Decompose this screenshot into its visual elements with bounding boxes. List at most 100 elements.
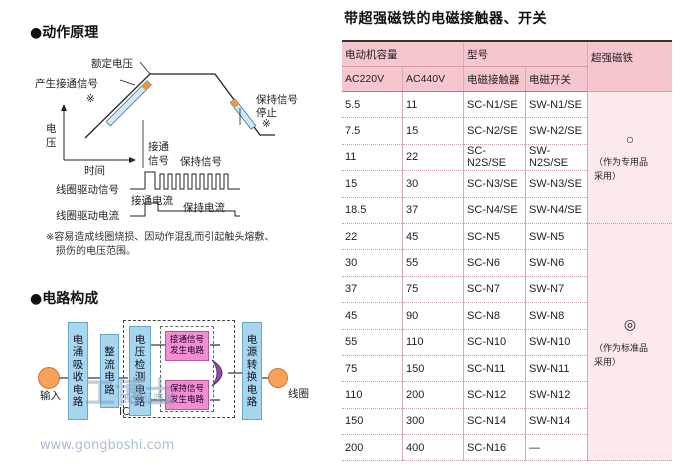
cell-ac440v: 37 <box>402 197 464 224</box>
principle-diagram <box>61 61 275 217</box>
label-input: 输入 <box>40 390 61 402</box>
cell-super-magnet-group: ◎ （作为标准品采用） <box>587 223 672 462</box>
header-ac440v: AC440V <box>402 66 464 92</box>
magnet-note-line2: 采用） <box>594 356 622 367</box>
cell-switch: SW-N12 <box>525 381 588 409</box>
hazard-mark-right: ※ <box>262 118 271 130</box>
cell-ac440v: 45 <box>402 223 464 251</box>
cell-ac220v: 110 <box>342 381 403 409</box>
cell-contactor: SC-N8 <box>463 302 526 330</box>
hazard-mark-left: ※ <box>86 93 95 105</box>
input-terminal <box>38 367 60 389</box>
magnet-symbol: ◎ <box>623 315 637 332</box>
magnet-note-line2: 采用） <box>594 171 622 182</box>
cell-contactor: SC-N16 <box>463 434 526 462</box>
label-coil-drive-current: 线圈驱动电流 <box>56 210 119 222</box>
cell-ac220v: 75 <box>342 355 403 383</box>
cell-contactor: SC-N2S/SE <box>463 144 526 172</box>
header-switch: 电磁开关 <box>525 66 588 92</box>
label-stop: 停止 <box>256 107 277 119</box>
table-title: 带超强磁铁的电磁接触器、开关 <box>344 11 547 27</box>
cell-contactor: SC-N1/SE <box>463 91 526 119</box>
axis-label-time: 时间 <box>84 165 105 177</box>
cell-ac440v: 150 <box>402 355 464 383</box>
cell-ac440v: 75 <box>402 276 464 304</box>
block-rectify: 整 流 电 路 <box>100 334 119 408</box>
block-voltage-detect: 电 压 检 测 电 路 <box>129 326 151 416</box>
cell-switch: SW-N1/SE <box>525 91 588 119</box>
cell-ac440v: 400 <box>402 434 464 462</box>
cell-ac220v: 15 <box>342 170 403 198</box>
header-super-magnet: 超强磁铁 <box>587 42 672 92</box>
cell-contactor: SC-N5 <box>463 223 526 251</box>
cell-contactor: SC-N6 <box>463 249 526 277</box>
cell-ac440v: 22 <box>402 144 464 172</box>
cell-contactor: SC-N3/SE <box>463 170 526 198</box>
label-pickup-short: 接通 信号 <box>148 141 169 167</box>
table-top-rule <box>342 40 672 42</box>
label-coil: 线圈 <box>288 388 309 400</box>
cell-contactor: SC-N14 <box>463 408 526 436</box>
cell-ac220v: 22 <box>342 223 403 251</box>
block-hold-signal-gen: 保持信号 发生电路 <box>165 380 209 410</box>
section-title-principle: ●动作原理 <box>30 25 99 41</box>
cell-ac220v: 11 <box>342 144 403 172</box>
cell-ac220v: 45 <box>342 302 403 330</box>
cell-ac220v: 30 <box>342 249 403 277</box>
magnet-symbol: ○ <box>625 131 635 148</box>
cell-ac440v: 300 <box>402 408 464 436</box>
header-motor-capacity: 电动机容量 <box>342 42 464 67</box>
axis-label-voltage: 电 压 <box>46 123 57 149</box>
cell-ac440v: 11 <box>402 91 464 119</box>
ic-boundary <box>123 320 235 418</box>
cell-ac440v: 90 <box>402 302 464 330</box>
cell-switch: SW-N2/SE <box>525 117 588 145</box>
table-header-row-1: 电动机容量 型号 超强磁铁 <box>342 42 672 92</box>
header-contactor: 电磁接触器 <box>463 66 526 92</box>
cell-switch: SW-N10 <box>525 329 588 356</box>
cell-switch: SW-N3/SE <box>525 170 588 198</box>
cell-contactor: SC-N11 <box>463 355 526 383</box>
cell-ac440v: 15 <box>402 117 464 145</box>
cell-ac220v: 5.5 <box>342 91 403 119</box>
magnet-note-line1: （作为标准品 <box>594 342 649 353</box>
cell-ac220v: 55 <box>342 329 403 356</box>
cell-contactor: SC-N12 <box>463 381 526 409</box>
section-title-circuit: ●电路构成 <box>30 291 99 307</box>
circuit-wires <box>56 344 270 401</box>
cell-switch: SW-N6 <box>525 249 588 277</box>
cell-ac440v: 200 <box>402 381 464 409</box>
header-ac220v: AC220V <box>342 66 403 92</box>
watermark-logo: 工博士 <box>85 376 175 411</box>
signal-gen-group <box>160 326 214 412</box>
cell-ac220v: 7.5 <box>342 117 403 145</box>
cell-switch: SW-N11 <box>525 355 588 383</box>
spec-table: 电动机容量 型号 超强磁铁 AC220V AC440V 电磁接触器 电磁开关 5… <box>342 42 672 462</box>
label-pickup-signal: 产生接通信号 <box>35 78 98 90</box>
cell-switch: SW-N2S/SE <box>525 144 588 172</box>
cell-ac220v: 200 <box>342 434 403 462</box>
block-pickup-signal-gen: 接通信号 发生电路 <box>165 331 209 361</box>
label-coil-drive-signal: 线圈驱动信号 <box>56 184 119 196</box>
cell-ac440v: 30 <box>402 170 464 198</box>
cell-switch: SW-N8 <box>525 302 588 330</box>
cell-switch: SW-N14 <box>525 408 588 436</box>
cell-super-magnet-group: ○（作为专用品采用） <box>587 91 672 224</box>
cell-contactor: SC-N4/SE <box>463 197 526 224</box>
cell-switch: — <box>525 434 588 462</box>
cell-contactor: SC-N2/SE <box>463 117 526 145</box>
table-header-row-2: AC220V AC440V 电磁接触器 电磁开关 <box>342 66 672 92</box>
coil-terminal <box>268 368 288 388</box>
